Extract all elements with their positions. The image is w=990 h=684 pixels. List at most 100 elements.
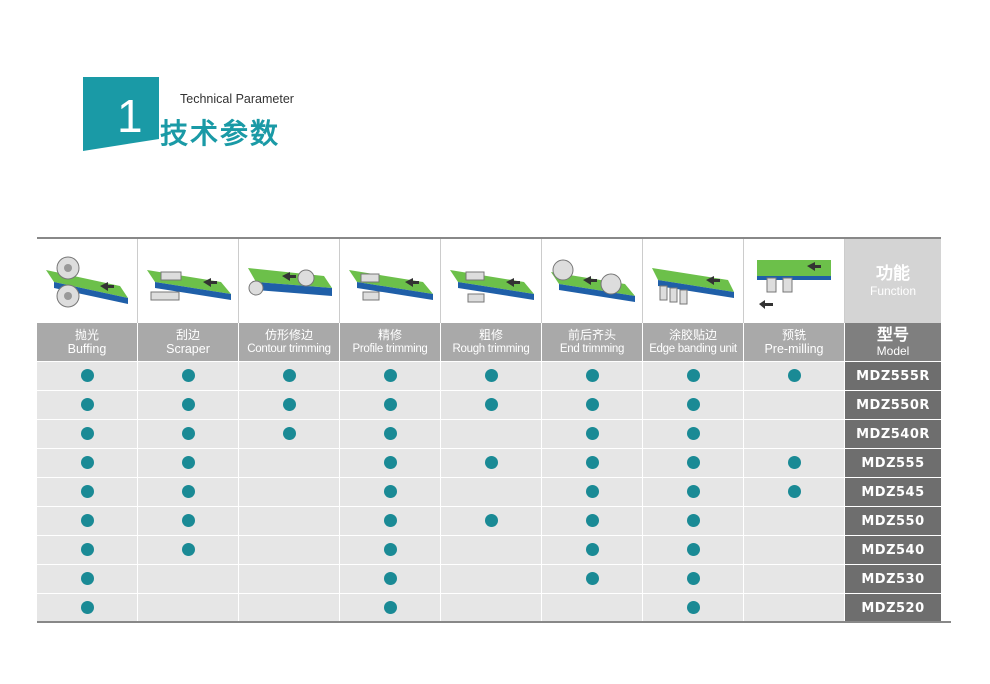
feature-dot-icon: [484, 513, 498, 527]
feature-dot-icon: [181, 542, 195, 556]
feature-dot-icon: [383, 571, 397, 585]
feature-cell: [238, 564, 340, 594]
feature-cell: [137, 564, 239, 594]
feature-cell: [238, 361, 340, 391]
feature-cell: [541, 477, 643, 507]
feature-cell: [642, 506, 744, 536]
model-name: MDZ555: [844, 448, 941, 478]
table-bottom-border: [37, 621, 951, 623]
feature-cell: [541, 564, 643, 594]
feature-cell: [440, 419, 542, 449]
feature-cell: [137, 477, 239, 507]
feature-cell: [541, 593, 643, 622]
end-trimming-icon: [541, 237, 643, 323]
feature-cell: [541, 448, 643, 478]
feature-cell: [440, 506, 542, 536]
feature-cell: [137, 535, 239, 565]
feature-dot-icon: [686, 542, 700, 556]
model-name: MDZ550: [844, 506, 941, 536]
feature-dot-icon: [383, 455, 397, 469]
feature-cell: [339, 506, 441, 536]
feature-dot-icon: [181, 368, 195, 382]
model-name: MDZ555R: [844, 361, 941, 391]
feature-cell: [541, 506, 643, 536]
feature-cell: [37, 506, 138, 536]
feature-cell: [743, 564, 845, 594]
feature-dot-icon: [585, 368, 599, 382]
feature-cell: [339, 390, 441, 420]
feature-cell: [238, 593, 340, 622]
model-header-cn: 型号: [876, 325, 909, 344]
feature-cell: [440, 477, 542, 507]
rough-trimming-icon: [440, 237, 542, 323]
feature-cell: [743, 390, 845, 420]
edge-banding-icon: [642, 237, 744, 323]
buffing-icon: [37, 237, 138, 323]
feature-cell: [238, 448, 340, 478]
feature-cell: [743, 506, 845, 536]
feature-dot-icon: [383, 484, 397, 498]
feature-cell: [37, 535, 138, 565]
feature-cell: [238, 390, 340, 420]
feature-cell: [440, 535, 542, 565]
feature-cell: [137, 419, 239, 449]
feature-cell: [339, 564, 441, 594]
feature-dot-icon: [383, 600, 397, 614]
feature-cell: [440, 564, 542, 594]
feature-cell: [642, 419, 744, 449]
feature-dot-icon: [383, 426, 397, 440]
profile-trimming-icon: [339, 237, 441, 323]
model-name: MDZ520: [844, 593, 941, 622]
feature-dot-icon: [585, 484, 599, 498]
feature-dot-icon: [383, 542, 397, 556]
model-header-en: Model: [876, 344, 910, 358]
feature-cell: [339, 448, 441, 478]
feature-dot-icon: [585, 397, 599, 411]
feature-cell: [642, 448, 744, 478]
function-label: 前后齐头 End trimming: [541, 323, 643, 362]
scraper-icon: [137, 237, 239, 323]
feature-dot-icon: [282, 368, 296, 382]
feature-cell: [238, 506, 340, 536]
feature-cell: [642, 593, 744, 622]
table-row: MDZ540R: [37, 419, 941, 449]
feature-cell: [37, 564, 138, 594]
function-label: 预铣 Pre-milling: [743, 323, 845, 362]
feature-dot-icon: [80, 368, 94, 382]
feature-cell: [339, 419, 441, 449]
feature-cell: [339, 477, 441, 507]
feature-dot-icon: [80, 542, 94, 556]
feature-cell: [541, 390, 643, 420]
feature-dot-icon: [484, 455, 498, 469]
pre-milling-icon: [743, 237, 845, 323]
function-label: 粗修 Rough trimming: [440, 323, 542, 362]
feature-dot-icon: [80, 484, 94, 498]
feature-dot-icon: [585, 426, 599, 440]
feature-cell: [743, 448, 845, 478]
model-header: 型号 Model: [844, 323, 941, 362]
feature-cell: [743, 419, 845, 449]
feature-cell: [642, 564, 744, 594]
feature-cell: [37, 390, 138, 420]
feature-dot-icon: [383, 368, 397, 382]
feature-cell: [137, 390, 239, 420]
feature-dot-icon: [585, 571, 599, 585]
contour-trimming-icon: [238, 237, 340, 323]
label-row: 抛光 Buffing 刮边 Scraper 仿形修边 Contour trimm…: [37, 323, 941, 362]
feature-dot-icon: [282, 397, 296, 411]
table-row: MDZ555R: [37, 361, 941, 391]
feature-cell: [339, 535, 441, 565]
model-name: MDZ540R: [844, 419, 941, 449]
function-label: 刮边 Scraper: [137, 323, 239, 362]
feature-dot-icon: [484, 397, 498, 411]
feature-cell: [37, 419, 138, 449]
feature-dot-icon: [585, 513, 599, 527]
section-number: 1: [117, 90, 143, 142]
feature-cell: [440, 448, 542, 478]
feature-dot-icon: [383, 513, 397, 527]
function-label: 涂胶贴边 Edge banding unit: [642, 323, 744, 362]
function-label: 精修 Profile trimming: [339, 323, 441, 362]
feature-dot-icon: [80, 455, 94, 469]
feature-cell: [541, 419, 643, 449]
feature-cell: [339, 361, 441, 391]
